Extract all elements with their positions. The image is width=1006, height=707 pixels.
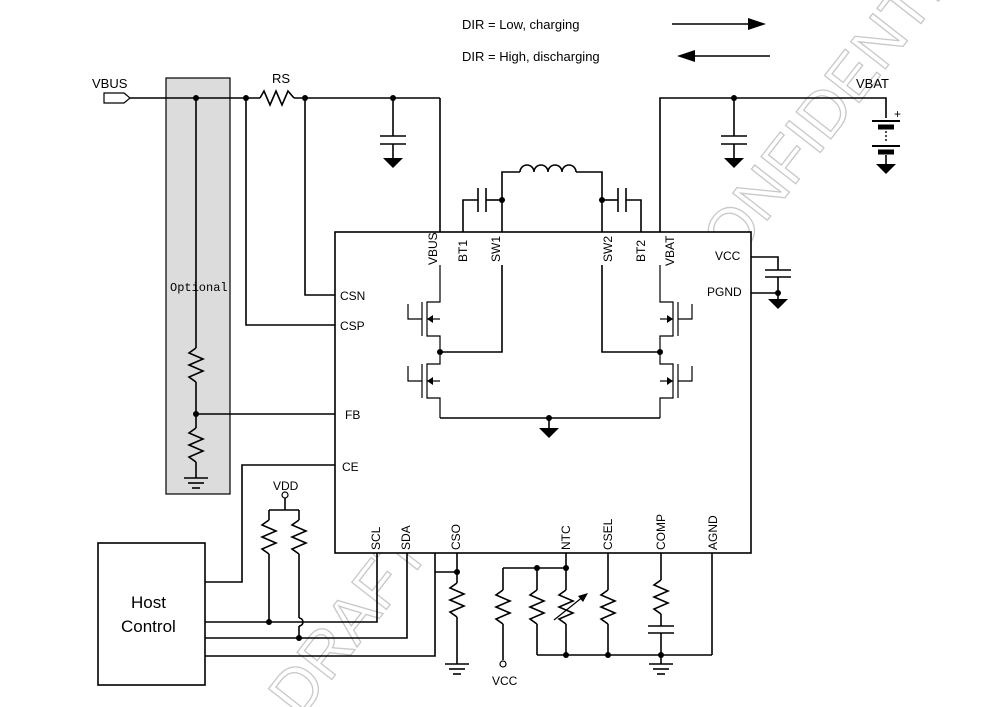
pin-ce-label: CE (342, 460, 359, 474)
pin-cso-label: CSO (449, 524, 463, 550)
divider-bottom-resistor-icon (186, 427, 206, 463)
sda-pullup-resistor-icon (289, 519, 309, 555)
cso-resistor-icon (447, 582, 467, 618)
host-label-line1: Host (131, 593, 166, 612)
mosfet-left-low-icon (407, 352, 441, 418)
ntc-parallel-resistor-icon (527, 589, 547, 625)
pin-ntc-label: NTC (559, 525, 573, 550)
pin-fb-label: FB (345, 408, 360, 422)
mosfet-right-low-icon (659, 352, 693, 418)
pin-sw1-label: SW1 (489, 236, 503, 262)
charger-ic-box (334, 231, 752, 554)
vbus-label: VBUS (92, 76, 128, 91)
optional-divider-block (165, 77, 231, 495)
thermistor-icon (556, 589, 576, 625)
ground-icon (383, 158, 403, 168)
ground-icon (768, 299, 788, 309)
pin-pgnd-label: PGND (707, 285, 742, 299)
mosfet-left-high-icon (407, 265, 441, 352)
battery-icon: + (872, 107, 901, 174)
ground-icon (539, 428, 559, 438)
right-arrow-icon (748, 18, 766, 30)
scl-pullup-resistor-icon (259, 519, 279, 555)
inductor-icon (519, 164, 577, 173)
direction-legend: DIR = Low, charging DIR = High, discharg… (462, 17, 770, 64)
vbat-label: VBAT (856, 76, 889, 91)
pin-vcc-label: VCC (715, 249, 741, 263)
optional-label: Optional (170, 281, 228, 295)
pin-csn-label: CSN (340, 289, 365, 303)
legend-discharging-text: DIR = High, discharging (462, 49, 600, 64)
host-label-line2: Control (121, 617, 176, 636)
legend-charging-text: DIR = Low, charging (462, 17, 579, 32)
ground-icon (724, 158, 744, 168)
pin-csel-label: CSEL (601, 518, 615, 550)
rs-resistor-icon (259, 88, 295, 108)
host-control-box (97, 542, 206, 686)
pin-bt2-label: BT2 (634, 240, 648, 262)
pin-scl-label: SCL (369, 526, 383, 550)
comp-resistor-icon (651, 579, 671, 615)
csel-resistor-icon (598, 589, 618, 625)
svg-text:+: + (894, 107, 901, 121)
pin-csp-label: CSP (340, 319, 365, 333)
pin-sda-label: SDA (399, 525, 413, 550)
vdd-label: VDD (273, 479, 299, 493)
pin-vbat-label: VBAT (663, 235, 677, 266)
left-arrow-icon (677, 50, 695, 62)
divider-top-resistor-icon (186, 347, 206, 383)
rs-label: RS (272, 71, 290, 86)
vbus-connector-icon (103, 92, 131, 104)
pin-bt1-label: BT1 (456, 240, 470, 262)
pin-vbus-label: VBUS (426, 232, 440, 265)
ntc-pullup-resistor-icon (493, 589, 513, 625)
pin-comp-label: COMP (654, 514, 668, 550)
pin-agnd-label: AGND (706, 515, 720, 550)
pin-sw2-label: SW2 (601, 236, 615, 262)
vcc-bottom-label: VCC (492, 674, 518, 688)
mosfet-right-high-icon (659, 265, 693, 352)
